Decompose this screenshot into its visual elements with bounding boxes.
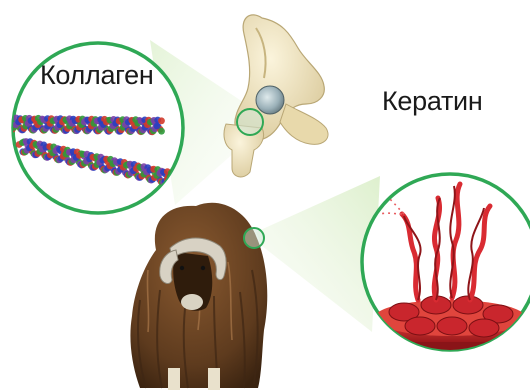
hip-joint-icon [256, 86, 284, 114]
collagen-label: Коллаген [40, 60, 153, 91]
musk-ox-icon [130, 203, 267, 390]
hip-bone-icon [224, 15, 328, 177]
keratin-label: Кератин [382, 86, 482, 117]
collagen-zoom-ring [237, 109, 263, 135]
helix-bead [158, 128, 165, 135]
helix-bead [154, 123, 161, 130]
keratin-zoom-ring [244, 228, 264, 248]
helix-bead [158, 117, 165, 124]
